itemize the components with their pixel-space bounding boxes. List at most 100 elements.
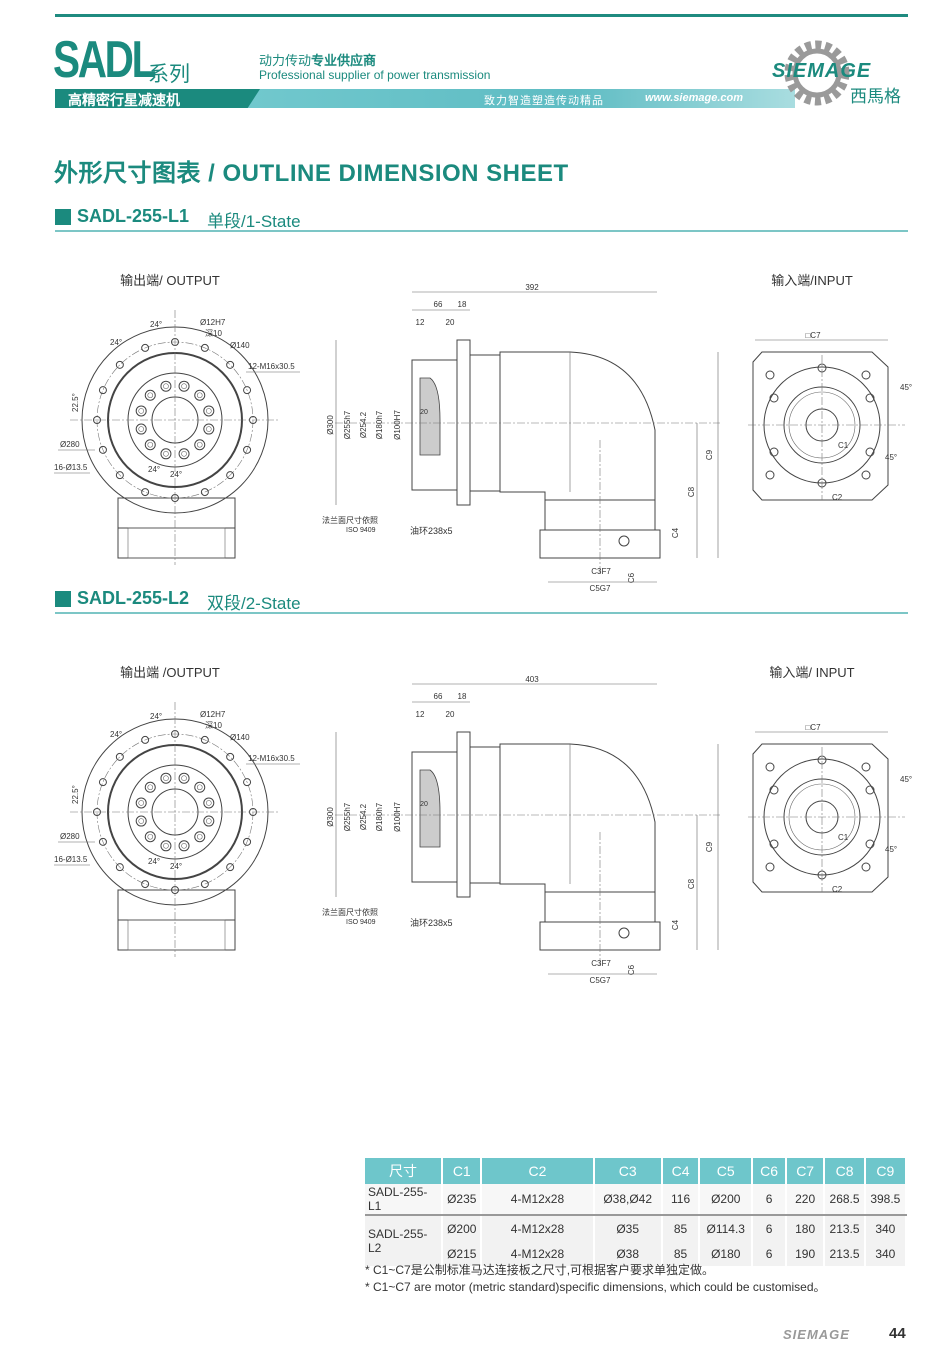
col-header: C4: [661, 1158, 701, 1184]
cell-c4: 116: [661, 1184, 701, 1216]
dim-angle: 24°: [170, 862, 182, 871]
output-label: 输出端 /OUTPUT: [120, 665, 220, 680]
dim-d180: Ø180h7: [375, 410, 384, 439]
dim-c7: □C7: [805, 331, 821, 340]
cell-c8: 213.5: [824, 1215, 866, 1241]
input-label: 输入端/INPUT: [771, 273, 853, 288]
dim-66: 66: [434, 300, 443, 309]
section-model: SADL-255-L2: [77, 588, 190, 608]
dim-length: 403: [525, 675, 539, 684]
dim-length: 392: [525, 283, 539, 292]
cell-c5: Ø180: [699, 1241, 754, 1266]
dim-d255: Ø255h7: [343, 410, 352, 439]
dim-45b: 45°: [885, 845, 897, 854]
col-header: C6: [752, 1158, 787, 1184]
dim-c2: C2: [832, 493, 843, 502]
note-cn: * C1~C7是公制标准马达连接板之尺寸,可根据客户要求单独定做。: [365, 1263, 715, 1277]
dim-c4: C4: [671, 527, 680, 538]
dim-thread: 12-M16x30.5: [248, 362, 295, 371]
table-header-row: 尺寸 C1 C2 C3 C4 C5 C6 C7 C8 C9: [365, 1158, 908, 1184]
oil-ring-note: 油环238x5: [410, 917, 453, 928]
dim-c8: C8: [687, 878, 696, 889]
dim-d100: Ø100H7: [393, 802, 402, 832]
cell-c3: Ø38: [593, 1241, 663, 1266]
cell-c2: 4-M12x28: [481, 1215, 595, 1241]
cell-c1: Ø200: [442, 1215, 483, 1241]
section-model: SADL-255-L1: [77, 206, 190, 226]
dim-holes16: 16-Ø13.5: [54, 855, 88, 864]
dim-angle: 24°: [150, 712, 162, 721]
col-header: C1: [442, 1158, 483, 1184]
cell-c6: 6: [752, 1184, 787, 1216]
dim-d280: Ø280: [60, 440, 80, 449]
header-rule: [55, 14, 908, 17]
dim-d255: Ø255h7: [343, 802, 352, 831]
gear-logo-icon: [784, 40, 850, 106]
brand-logo: SIEMAGE: [772, 60, 872, 82]
col-header: 尺寸: [365, 1158, 444, 1184]
dim-depth: 深10: [205, 721, 222, 730]
dim-d300: Ø300: [326, 415, 335, 435]
dim-c6: C6: [627, 964, 636, 975]
dim-c8: C8: [687, 486, 696, 497]
col-header: C7: [785, 1158, 826, 1184]
output-view: 输出端 /OUTPUT24°24°22.5°24°24°Ø12H7深10Ø140…: [54, 665, 300, 957]
cell-c1: Ø215: [442, 1241, 483, 1266]
col-header: C3: [593, 1158, 663, 1184]
dim-angle: 24°: [148, 465, 160, 474]
output-label: 输出端/ OUTPUT: [120, 273, 220, 288]
cell-c9: 340: [864, 1215, 908, 1241]
website-link[interactable]: www.siemage.com: [645, 92, 744, 104]
slogan: 致力智造塑造传动精品: [484, 95, 604, 107]
dim-hole: Ø12H7: [200, 710, 226, 719]
series-suffix: 系列: [148, 63, 190, 86]
cell-c8: 268.5: [824, 1184, 866, 1216]
dim-d100: Ø100H7: [393, 410, 402, 440]
cell-c7: 190: [785, 1241, 826, 1266]
dim-45a: 45°: [900, 383, 912, 392]
dim-c7: □C7: [805, 723, 821, 732]
cell-c2: 4-M12x28: [481, 1241, 595, 1266]
brand-logo-cn: 西馬格: [850, 87, 901, 107]
flange-note: 法兰面尺寸依照: [322, 515, 378, 525]
page-title: 外形尺寸图表 / OUTLINE DIMENSION SHEET: [54, 160, 569, 187]
dim-angle: 22.5°: [71, 393, 80, 412]
oil-ring-note: 油环238x5: [410, 525, 453, 536]
dimension-table: 尺寸 C1 C2 C3 C4 C5 C6 C7 C8 C9 SADL-255-L…: [365, 1158, 908, 1266]
cell-c6: 6: [752, 1241, 787, 1266]
dim-c3: C3F7: [591, 959, 611, 968]
cell-c9: 340: [864, 1241, 908, 1266]
dim-c4: C4: [671, 919, 680, 930]
section-marker: [55, 591, 71, 607]
section-marker: [55, 209, 71, 225]
col-header: C5: [699, 1158, 754, 1184]
dim-20b: 20: [420, 409, 428, 416]
cell-c4: 85: [661, 1241, 701, 1266]
dim-20: 20: [446, 318, 455, 327]
dim-angle: 24°: [150, 320, 162, 329]
cell-c3: Ø38,Ø42: [593, 1184, 663, 1216]
iso-note: ISO 9409: [346, 527, 376, 534]
note-en: * C1~C7 are motor (metric standard)speci…: [365, 1280, 826, 1294]
tagline-cn-bold: 专业供应商: [311, 53, 377, 68]
dim-18: 18: [458, 692, 467, 701]
dim-12: 12: [416, 710, 425, 719]
dim-d140: Ø140: [230, 733, 250, 742]
col-header: C8: [824, 1158, 866, 1184]
dim-depth: 深10: [205, 329, 222, 338]
section-stage: 双段/2-State: [207, 594, 301, 613]
dim-18: 18: [458, 300, 467, 309]
product-type: 高精密行星减速机: [68, 92, 180, 108]
page-number: 44: [889, 1325, 906, 1342]
output-view: 输出端/ OUTPUT24°24°22.5°24°24°Ø12H7深10Ø140…: [54, 273, 300, 565]
tagline-cn-light: 动力传动: [259, 53, 312, 68]
dim-c3: C3F7: [591, 567, 611, 576]
header-band-dark: [55, 89, 260, 108]
dim-holes16: 16-Ø13.5: [54, 463, 88, 472]
series-code: SADL: [53, 31, 156, 89]
